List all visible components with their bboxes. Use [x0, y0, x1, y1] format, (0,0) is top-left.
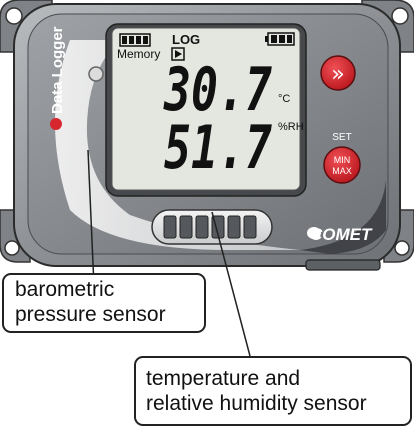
brand-vertical-text: Data Logger [49, 26, 66, 114]
memory-label: Memory [117, 47, 160, 61]
memory-icon [119, 33, 151, 47]
log-label: LOG [172, 32, 200, 47]
leader-line-barometric [87, 149, 95, 287]
callout-barometric-line-2: pressure sensor [15, 303, 166, 326]
minmax-line1: MIN [334, 155, 351, 165]
bottom-connector [305, 259, 381, 271]
comet-logo: COMET [307, 225, 373, 244]
face-swoosh [55, 40, 300, 250]
chevron-double-right-icon: » [331, 62, 344, 87]
comet-logo-text: COMET [310, 225, 373, 244]
battery-icon [265, 32, 295, 46]
play-icon [171, 47, 185, 61]
minmax-line2: MAX [332, 166, 352, 176]
status-led [88, 66, 104, 82]
temperature-unit: °C [278, 93, 290, 105]
temperature-value: 30.7 [163, 55, 272, 125]
face-dark-sweep [300, 180, 386, 254]
next-button[interactable]: » [320, 55, 356, 91]
callout-temp-humidity: temperature and relative humidity sensor [134, 356, 412, 426]
callout-barometric-line-1: barometric [15, 278, 115, 301]
callout-temp-humidity-line-1: temperature and [146, 367, 301, 390]
leader-line-temp-humidity [211, 211, 251, 357]
callout-temp-humidity-line-2: relative humidity sensor [146, 392, 367, 415]
lcd-screen [111, 27, 301, 191]
humidity-value: 51.7 [164, 113, 272, 183]
sensor-grille [151, 209, 273, 245]
brand-dot-icon [50, 118, 62, 130]
callout-barometric: barometric pressure sensor [2, 273, 206, 333]
minmax-button[interactable]: MIN MAX [323, 146, 361, 184]
humidity-unit: %RH [278, 121, 304, 133]
set-label: SET [332, 132, 351, 143]
